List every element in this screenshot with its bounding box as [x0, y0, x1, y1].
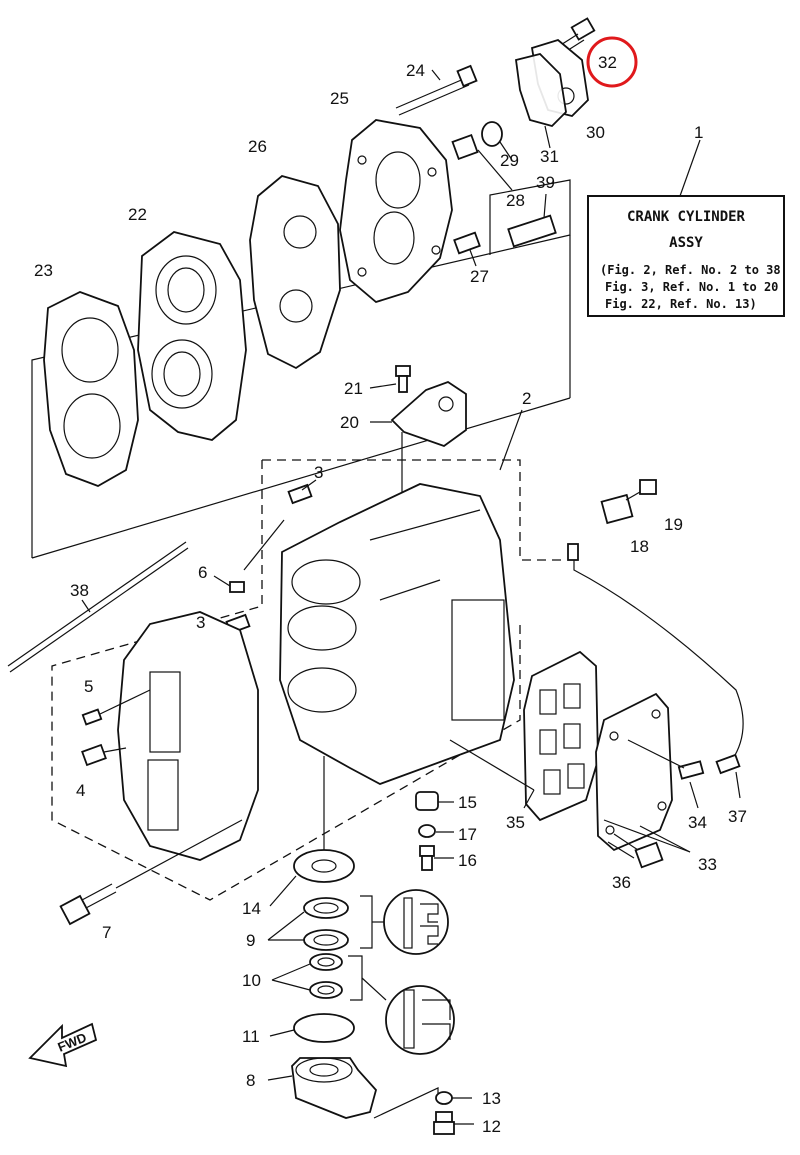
- ref-num-22: 22: [128, 205, 147, 224]
- ref-num-21: 21: [344, 379, 363, 398]
- ref-num-30: 30: [586, 123, 605, 142]
- part-32-bolt: [555, 17, 596, 55]
- part-4-fitting: [81, 743, 127, 767]
- part-27-bolt: [453, 231, 481, 267]
- part-37-wire: [573, 548, 744, 761]
- seal-detail-bubble-upper: [360, 889, 449, 955]
- ref-num-8: 8: [246, 1071, 255, 1090]
- part-2-cylinder-block: [279, 483, 515, 785]
- callout-ref-3: Fig. 22, Ref. No. 13): [605, 297, 757, 311]
- ref-num-4: 4: [76, 781, 85, 800]
- ref-num-9: 9: [246, 931, 255, 950]
- callout-ref-1: (Fig. 2, Ref. No. 2 to 38: [600, 263, 781, 277]
- part-12-bolt: [433, 1111, 474, 1135]
- part-38-hose: [7, 541, 189, 673]
- part-5-pin: [81, 689, 151, 726]
- seal-detail-bubble-lower: [348, 955, 455, 1055]
- part-9-oil-seals: [267, 897, 349, 951]
- part-19-screw: [625, 479, 657, 501]
- part-28-fitting: [451, 133, 513, 191]
- part-3-fitting-upper: [287, 479, 317, 505]
- head-group-outline: [31, 179, 571, 558]
- ref-num-3-lower: 3: [196, 613, 205, 632]
- ref-num-27: 27: [470, 267, 489, 286]
- ref-num-17: 17: [458, 825, 477, 844]
- ref-num-39: 39: [536, 173, 555, 192]
- ref-num-13: 13: [482, 1089, 501, 1108]
- ref-num-35: 35: [506, 813, 525, 832]
- part-17-washer: [418, 824, 454, 838]
- callout-title-2: ASSY: [669, 235, 703, 251]
- ref-num-15: 15: [458, 793, 477, 812]
- part-10-bearings: [271, 953, 343, 999]
- part-11-o-ring: [293, 1013, 355, 1043]
- part-29-washer: [481, 121, 503, 147]
- part-26-gasket: [249, 175, 341, 370]
- ref-num-38: 38: [70, 581, 89, 600]
- ref-num-31: 31: [540, 147, 559, 166]
- ref-num-6: 6: [198, 563, 207, 582]
- part-39-spark-plug: [507, 193, 557, 248]
- part-34-fitting: [677, 760, 705, 809]
- reference-numbers: 1 2 3 3 4 5 6 7 8 9 10 11 12 13 14 15 16…: [34, 53, 747, 1136]
- part-16-bolt: [419, 845, 454, 871]
- part-33-cover: [595, 692, 673, 852]
- part-23-head-gasket: [43, 291, 139, 487]
- ref-num-24: 24: [406, 61, 425, 80]
- ref-num-10: 10: [242, 971, 261, 990]
- ref-num-37: 37: [728, 807, 747, 826]
- fwd-arrow-icon: FWD: [28, 1022, 98, 1068]
- callout-ref-2: Fig. 3, Ref. No. 1 to 20: [605, 280, 778, 294]
- part-22-cylinder-head: [137, 231, 247, 441]
- part-18-sensor: [600, 493, 634, 525]
- part-31-gasket: [515, 53, 567, 128]
- ref-num-23: 23: [34, 261, 53, 280]
- ref-num-32: 32: [598, 53, 617, 72]
- part-13-washer: [435, 1091, 453, 1105]
- ref-num-16: 16: [458, 851, 477, 870]
- highlight-circle-32: [586, 36, 638, 88]
- part-35-gasket: [523, 650, 599, 822]
- part-25-exhaust-cover: [339, 119, 453, 304]
- part-6-dowel-pin: [213, 575, 245, 593]
- ref-num-28: 28: [506, 191, 525, 210]
- ref-num-7: 7: [102, 923, 111, 942]
- ref-num-12: 12: [482, 1117, 501, 1136]
- part-36-bolt: [607, 833, 664, 869]
- part-21-bolt: [369, 365, 411, 393]
- ref-num-14: 14: [242, 899, 261, 918]
- ref-num-25: 25: [330, 89, 349, 108]
- part-crankcase-front: [117, 611, 259, 861]
- ref-num-19: 19: [664, 515, 683, 534]
- ref-num-18: 18: [630, 537, 649, 556]
- crankcase-group-outline: [262, 459, 566, 561]
- part-8-housing: [267, 1057, 377, 1119]
- part-24-long-bolt: [395, 64, 478, 116]
- ref-num-34: 34: [688, 813, 707, 832]
- ref-num-11: 11: [242, 1027, 260, 1046]
- part-20-bracket: [390, 380, 467, 448]
- ref-num-5: 5: [84, 677, 93, 696]
- ref-num-26: 26: [248, 137, 267, 156]
- part-15-grommet: [415, 791, 454, 811]
- ref-num-33: 33: [698, 855, 717, 874]
- ref-num-36: 36: [612, 873, 631, 892]
- ref-num-20: 20: [340, 413, 359, 432]
- part-14-plate: [269, 849, 355, 907]
- ref-num-1: 1: [694, 123, 703, 142]
- ref-num-29: 29: [500, 151, 519, 170]
- assembly-callout-box: CRANK CYLINDER ASSY (Fig. 2, Ref. No. 2 …: [587, 139, 785, 317]
- callout-title-1: CRANK CYLINDER: [627, 209, 746, 225]
- part-7-bolt: [59, 819, 243, 926]
- ref-num-2: 2: [522, 389, 531, 408]
- ref-num-3-upper: 3: [314, 463, 323, 482]
